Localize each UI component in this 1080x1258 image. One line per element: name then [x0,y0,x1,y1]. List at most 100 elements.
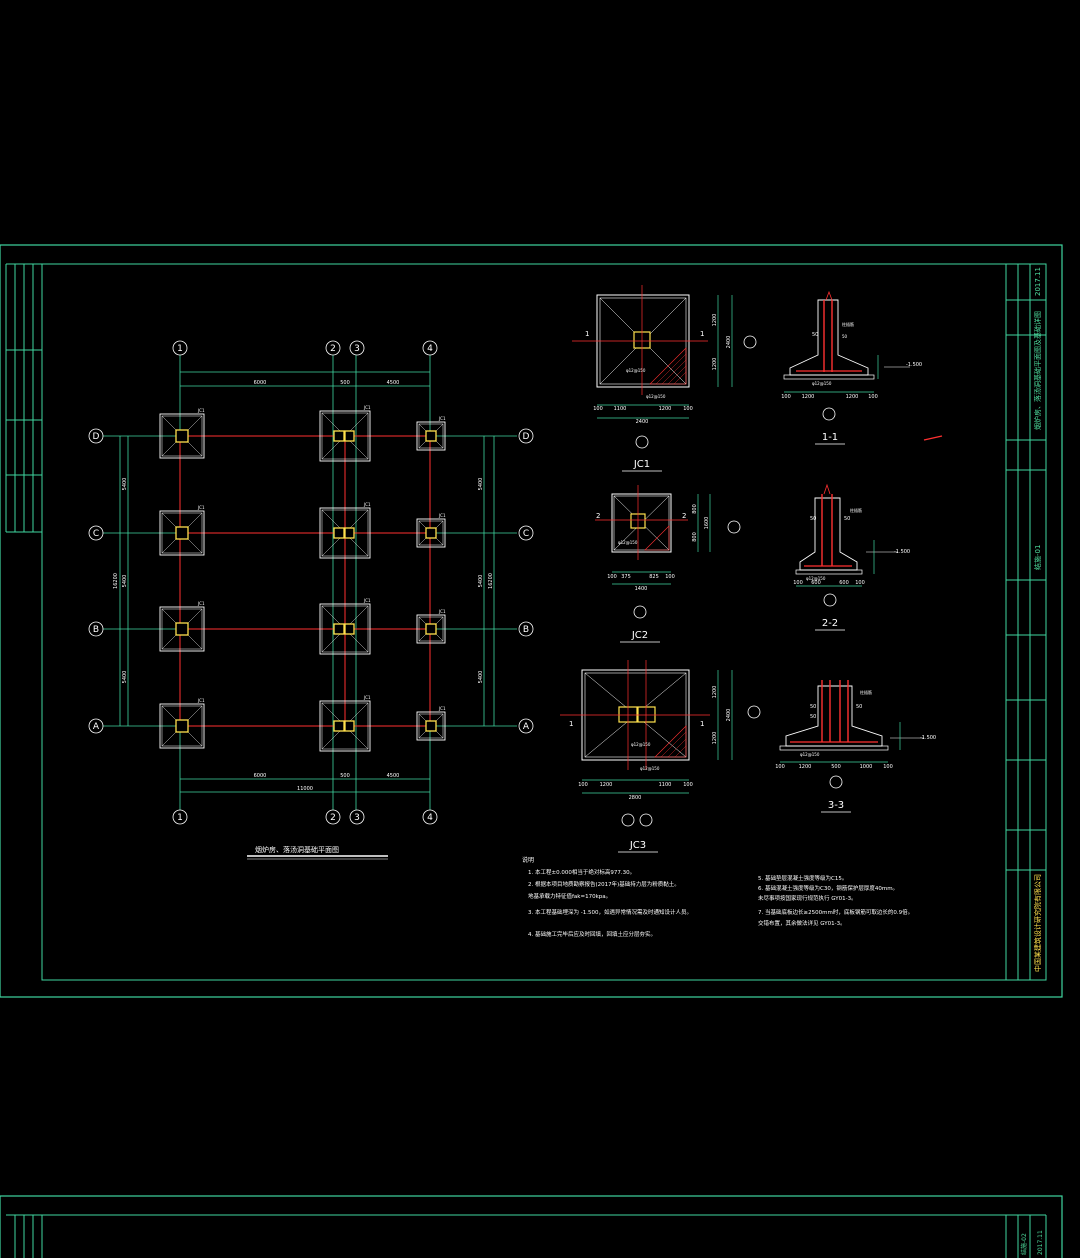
s22-dim-1: 100 [793,580,803,586]
plan-footing: JC1 [159,408,205,459]
note-right-2: 6. 基础混凝土强度等级为C30，钢筋保护层厚度40mm。 [758,884,898,892]
jc1-dim-1: 100 [593,406,603,412]
jc3-dim-4: 100 [683,782,693,788]
svg-text:φ12@150: φ12@150 [806,576,826,581]
jc2-dim-4: 100 [665,574,675,580]
plan-footing: JC1 [416,609,446,644]
note-left-2: 2. 根据本项目地质勘察报告(2017年)基础持力层为粉质黏土。 [528,880,680,888]
sheet-frame [0,244,1063,1258]
plan-footing-tag: JC1 [438,513,446,518]
jc3-dim-3: 1100 [659,782,672,788]
general-notes: 说明 1. 本工程±0.000相当于绝对标高977.30。 2. 根据本项目地质… [522,856,913,938]
s22-elev: -1.500 [894,549,910,555]
right-dim-total: 16200 [488,573,494,589]
plan-footing-tag: JC1 [197,601,205,606]
next-sheet-drawing-no: 结施-02 [1020,1233,1028,1255]
s22-dim-3: 600 [839,580,849,586]
title-block-company: 中国某建筑设计研究院有限公司 [1033,874,1042,972]
axis-label-3-top: 3 [354,344,360,354]
jc3-side-1: 1200 [712,686,718,699]
axis-label-4-top: 4 [427,344,433,354]
plan-footing: JC1 [159,698,205,749]
section-2-2: 50 50 柱插筋 φ12@150 -1.500 100 600 600 100… [793,483,910,631]
title-block: 2017.11 烟炉房、落汤洞基础平面图及基础详图 结施-01 中国某建筑设计研… [1020,267,1044,1255]
axis-bubbles [88,340,534,825]
axis-label-4-bottom: 4 [427,813,433,823]
next-sheet-date: 2017.11 [1037,1230,1044,1255]
plan-footing-tag: JC1 [363,502,371,507]
axis-label-3-bottom: 3 [354,813,360,823]
svg-text:φ12@150: φ12@150 [812,381,832,386]
section-1-1: 50 柱插筋 50 φ12@150 -1.500 100 1200 1200 1… [781,290,943,445]
svg-text:1: 1 [700,330,704,338]
svg-text:50: 50 [844,516,850,522]
s11-label: 1-1 [822,432,838,443]
axis-label-b-right: B [523,625,529,635]
plan-footing-tag: JC1 [197,698,205,703]
svg-text:50: 50 [856,704,862,710]
bottom-dim-total: 11000 [297,786,313,792]
jc2-side-1: 800 [692,504,698,514]
jc2-label: JC2 [631,630,648,641]
axis-label-d-right: D [523,432,530,442]
axis-label-c-left: C [93,529,99,539]
bottom-dim-1: 6000 [254,773,267,779]
s11-dim-4: 100 [868,394,878,400]
plan-footing: JC1 [319,598,371,655]
jc3-dim-2: 1200 [600,782,613,788]
jc3-dim-total: 2800 [629,795,642,801]
note-left-4: 3. 本工程基础埋深为 -1.500，如遇异常情况需及时通知设计人员。 [528,908,692,916]
plan-footing: JC1 [416,416,446,451]
jc1-rebar: φ12@150 [626,368,646,373]
plan-dimensions: 6000 500 4500 6000 500 4500 11000 5400 5… [113,380,494,792]
axis-label-2-top: 2 [330,344,336,354]
left-dim-2: 5400 [122,575,128,588]
axis-label-b-left: B [93,625,99,635]
jc3-label: JC3 [629,840,646,851]
detail-jc2: 2 2 φ12@150 100 375 825 100 1400 800 800… [595,485,741,643]
svg-text:柱插筋: 柱插筋 [850,507,862,513]
title-block-date: 2017.11 [1034,267,1042,296]
s11-dim-3: 1200 [846,394,859,400]
svg-text:2: 2 [596,512,600,520]
svg-text:1: 1 [569,720,573,728]
top-dim-2: 500 [340,380,350,386]
plan-footing-tag: JC1 [197,505,205,510]
s11-elev: -1.500 [906,362,922,368]
svg-text:1: 1 [585,330,589,338]
s33-dim-1: 100 [775,764,785,770]
axis-labels: 1 2 3 4 1 2 3 4 D C B A D C B A [93,344,530,823]
jc1-dim-3: 1200 [659,406,672,412]
axis-label-a-left: A [93,722,100,732]
jc1-dim-2: 1100 [614,406,627,412]
detail-jc1: 1 1 φ12@150 φ12@150 100 1100 1200 100 24… [572,285,757,472]
plan-footing-tag: JC1 [438,609,446,614]
axis-label-a-right: A [523,722,530,732]
note-right-3: 未尽事项按国家现行规范执行 GY01-3。 [758,894,857,902]
note-right-4: 7. 当基础底板边长≥2500mm时，底板钢筋可取边长的0.9倍。 [758,908,913,916]
jc1-side-2: 1200 [712,358,718,371]
jc1-dim-4: 100 [683,406,693,412]
note-left-5: 4. 基础施工完毕后应及时回填，回填土应分层夯实。 [528,930,656,938]
jc2-dim-1: 100 [607,574,617,580]
plan-footing: JC1 [319,405,371,462]
svg-text:50: 50 [842,334,848,339]
note-left-1: 1. 本工程±0.000相当于绝对标高977.30。 [528,868,635,876]
s11-dim-1: 100 [781,394,791,400]
plan-title: 烟炉房、落汤洞基础平面图 [255,845,339,854]
plan-footing-tag: JC1 [438,416,446,421]
jc2-dim-total: 1400 [635,586,648,592]
jc1-rebar-2: φ12@150 [646,394,666,399]
left-dim-1: 5400 [122,478,128,491]
s22-label: 2-2 [822,618,838,629]
left-dim-total: 16200 [113,573,119,589]
svg-text:2: 2 [682,512,686,520]
svg-text:50: 50 [810,714,816,720]
axis-label-1-bottom: 1 [177,813,183,823]
s33-dim-4: 1000 [860,764,873,770]
jc3-rebar-2: φ12@150 [640,766,660,771]
axis-label-c-right: C [523,529,529,539]
s33-dim-5: 100 [883,764,893,770]
